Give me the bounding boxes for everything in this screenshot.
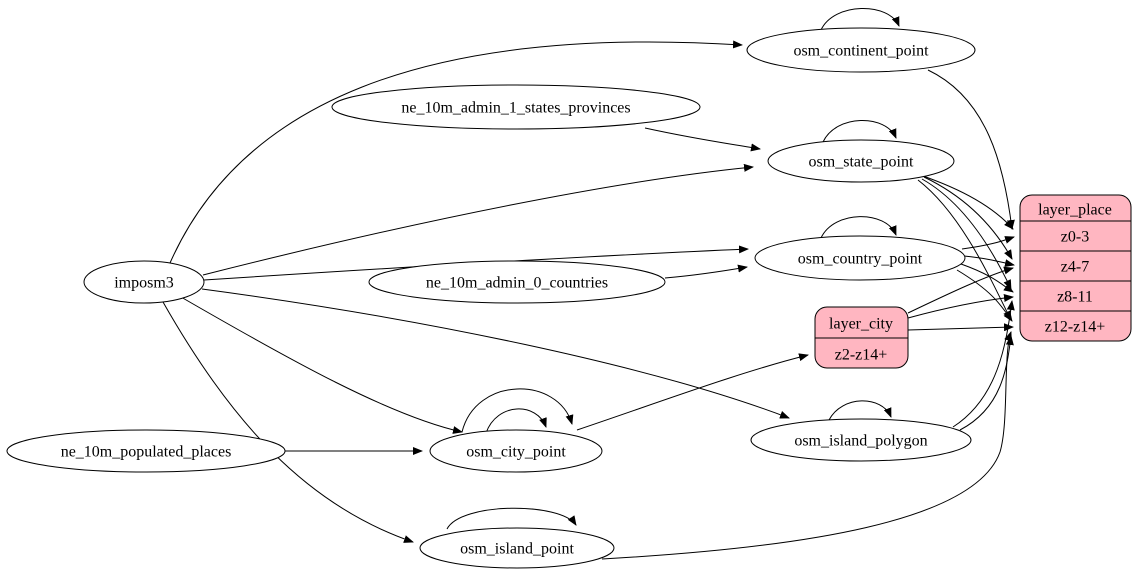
node-osm_country_point-shape: [754, 235, 966, 281]
selfloop-osm_city_point-outer: [461, 388, 574, 433]
edge-osm_continent_point-layer_place-z0-3: [927, 69, 1015, 230]
edge-osm_island_polygon-layer_place-z12-z14: [959, 335, 1014, 431]
edge-imposm3-osm_continent_point: [169, 40, 743, 264]
node-osm_island_point: osm_island_point: [419, 527, 615, 569]
record-layer_city: layer_city z2-z14+: [814, 306, 909, 369]
edge-ne_10m_admin_0_countries-osm_country_point: [664, 264, 748, 279]
node-imposm3-label: imposm3: [114, 275, 174, 292]
edge-osm_island_polygon-layer_place-z8-11: [952, 300, 1015, 428]
edge-osm_island_point-layer_place-z12-z14: [601, 331, 1012, 560]
node-osm_continent_point-label: osm_continent_point: [793, 43, 929, 60]
record-layer_city-row-z2-z14: z2-z14+: [835, 347, 888, 364]
node-ne_10m_populated_places-shape: [6, 429, 286, 473]
edge-osm_state_point-layer_place-z8-11: [921, 178, 1012, 290]
node-osm_city_point-label: osm_city_point: [466, 444, 566, 461]
record-layer_place-row-z4-7: z4-7: [1061, 259, 1089, 276]
node-osm_country_point: osm_country_point: [754, 235, 966, 281]
edge-osm_city_point-layer_city-z2-z14: [576, 353, 809, 431]
record-layer_city-title: layer_city: [829, 316, 893, 333]
edge-imposm3-osm_state_point: [202, 163, 754, 276]
record-layer_place-title: layer_place: [1038, 202, 1112, 219]
selfloop-osm_country_point: [820, 216, 897, 239]
node-ne_10m_admin_1_states_provinces-shape: [331, 84, 701, 130]
selfloop-osm_island_polygon: [828, 400, 892, 421]
node-osm_island_point-label: osm_island_point: [460, 541, 574, 558]
node-ne_10m_populated_places-label: ne_10m_populated_places: [61, 444, 232, 461]
edge-layer_city-layer_place-z12-z14: [907, 323, 1014, 332]
record-layer_place-row-z0-3: z0-3: [1061, 229, 1089, 246]
node-osm_state_point: osm_state_point: [767, 139, 955, 183]
edge-osm_country_point-layer_place-z12-z14: [956, 269, 1013, 322]
node-osm_state_point-shape: [767, 139, 955, 183]
edge-imposm3-osm_island_polygon: [201, 288, 790, 419]
node-osm_continent_point-shape: [746, 27, 976, 73]
edge-osm_state_point-layer_place-z0-3: [919, 174, 1014, 230]
node-osm_continent_point: osm_continent_point: [746, 27, 976, 73]
node-ne_10m_admin_0_countries: ne_10m_admin_0_countries: [368, 260, 666, 304]
node-imposm3: imposm3: [83, 260, 205, 304]
node-osm_city_point-shape: [429, 429, 603, 473]
node-osm_island_polygon: osm_island_polygon: [750, 418, 972, 462]
node-osm_city_point: osm_city_point: [429, 429, 603, 473]
selfloop-osm_state_point: [822, 120, 897, 143]
selfloop-osm_continent_point: [820, 8, 900, 31]
record-layer_place-row-z12-z14: z12-z14+: [1045, 319, 1106, 336]
edge-osm_country_point-layer_place-z4-7: [963, 255, 1015, 268]
selfloop-osm_island_point: [446, 507, 577, 530]
edge-osm_country_point-layer_place-z0-3: [961, 236, 1015, 250]
edge-osm_state_point-layer_place-z12-z14: [917, 179, 1012, 321]
selfloop-osm_city_point-inner: [485, 408, 547, 434]
node-ne_10m_admin_0_countries-label: ne_10m_admin_0_countries: [426, 275, 608, 292]
node-ne_10m_populated_places: ne_10m_populated_places: [6, 429, 286, 473]
edge-imposm3-osm_island_point: [162, 301, 414, 543]
edge-osm_state_point-layer_place-z4-7: [923, 176, 1013, 260]
node-osm_island_polygon-label: osm_island_polygon: [794, 433, 927, 450]
node-osm_country_point-label: osm_country_point: [798, 251, 923, 268]
record-layer_place: layer_place z0-3 z4-7 z8-11 z12-z14+: [1019, 194, 1132, 342]
edge-layer_city-layer_place-z8-11: [907, 294, 1014, 319]
edge-osm_country_point-layer_place-z8-11: [960, 263, 1014, 293]
node-ne_10m_admin_1_states_provinces: ne_10m_admin_1_states_provinces: [331, 84, 701, 130]
edge-imposm3-osm_city_point: [180, 296, 463, 434]
node-osm_state_point-label: osm_state_point: [809, 154, 914, 171]
node-ne_10m_admin_1_states_provinces-label: ne_10m_admin_1_states_provinces: [401, 100, 630, 117]
record-layer_place-shape: [1019, 194, 1132, 342]
node-osm_island_point-shape: [419, 527, 615, 569]
node-osm_island_polygon-shape: [750, 418, 972, 462]
node-imposm3-shape: [83, 260, 205, 304]
edge-ne_10m_admin_1_states_provinces-osm_state_point: [644, 127, 761, 152]
record-layer_place-row-z8-11: z8-11: [1057, 289, 1093, 306]
edge-layer_city-layer_place-z4-7: [907, 266, 1014, 314]
node-ne_10m_admin_0_countries-shape: [368, 260, 666, 304]
